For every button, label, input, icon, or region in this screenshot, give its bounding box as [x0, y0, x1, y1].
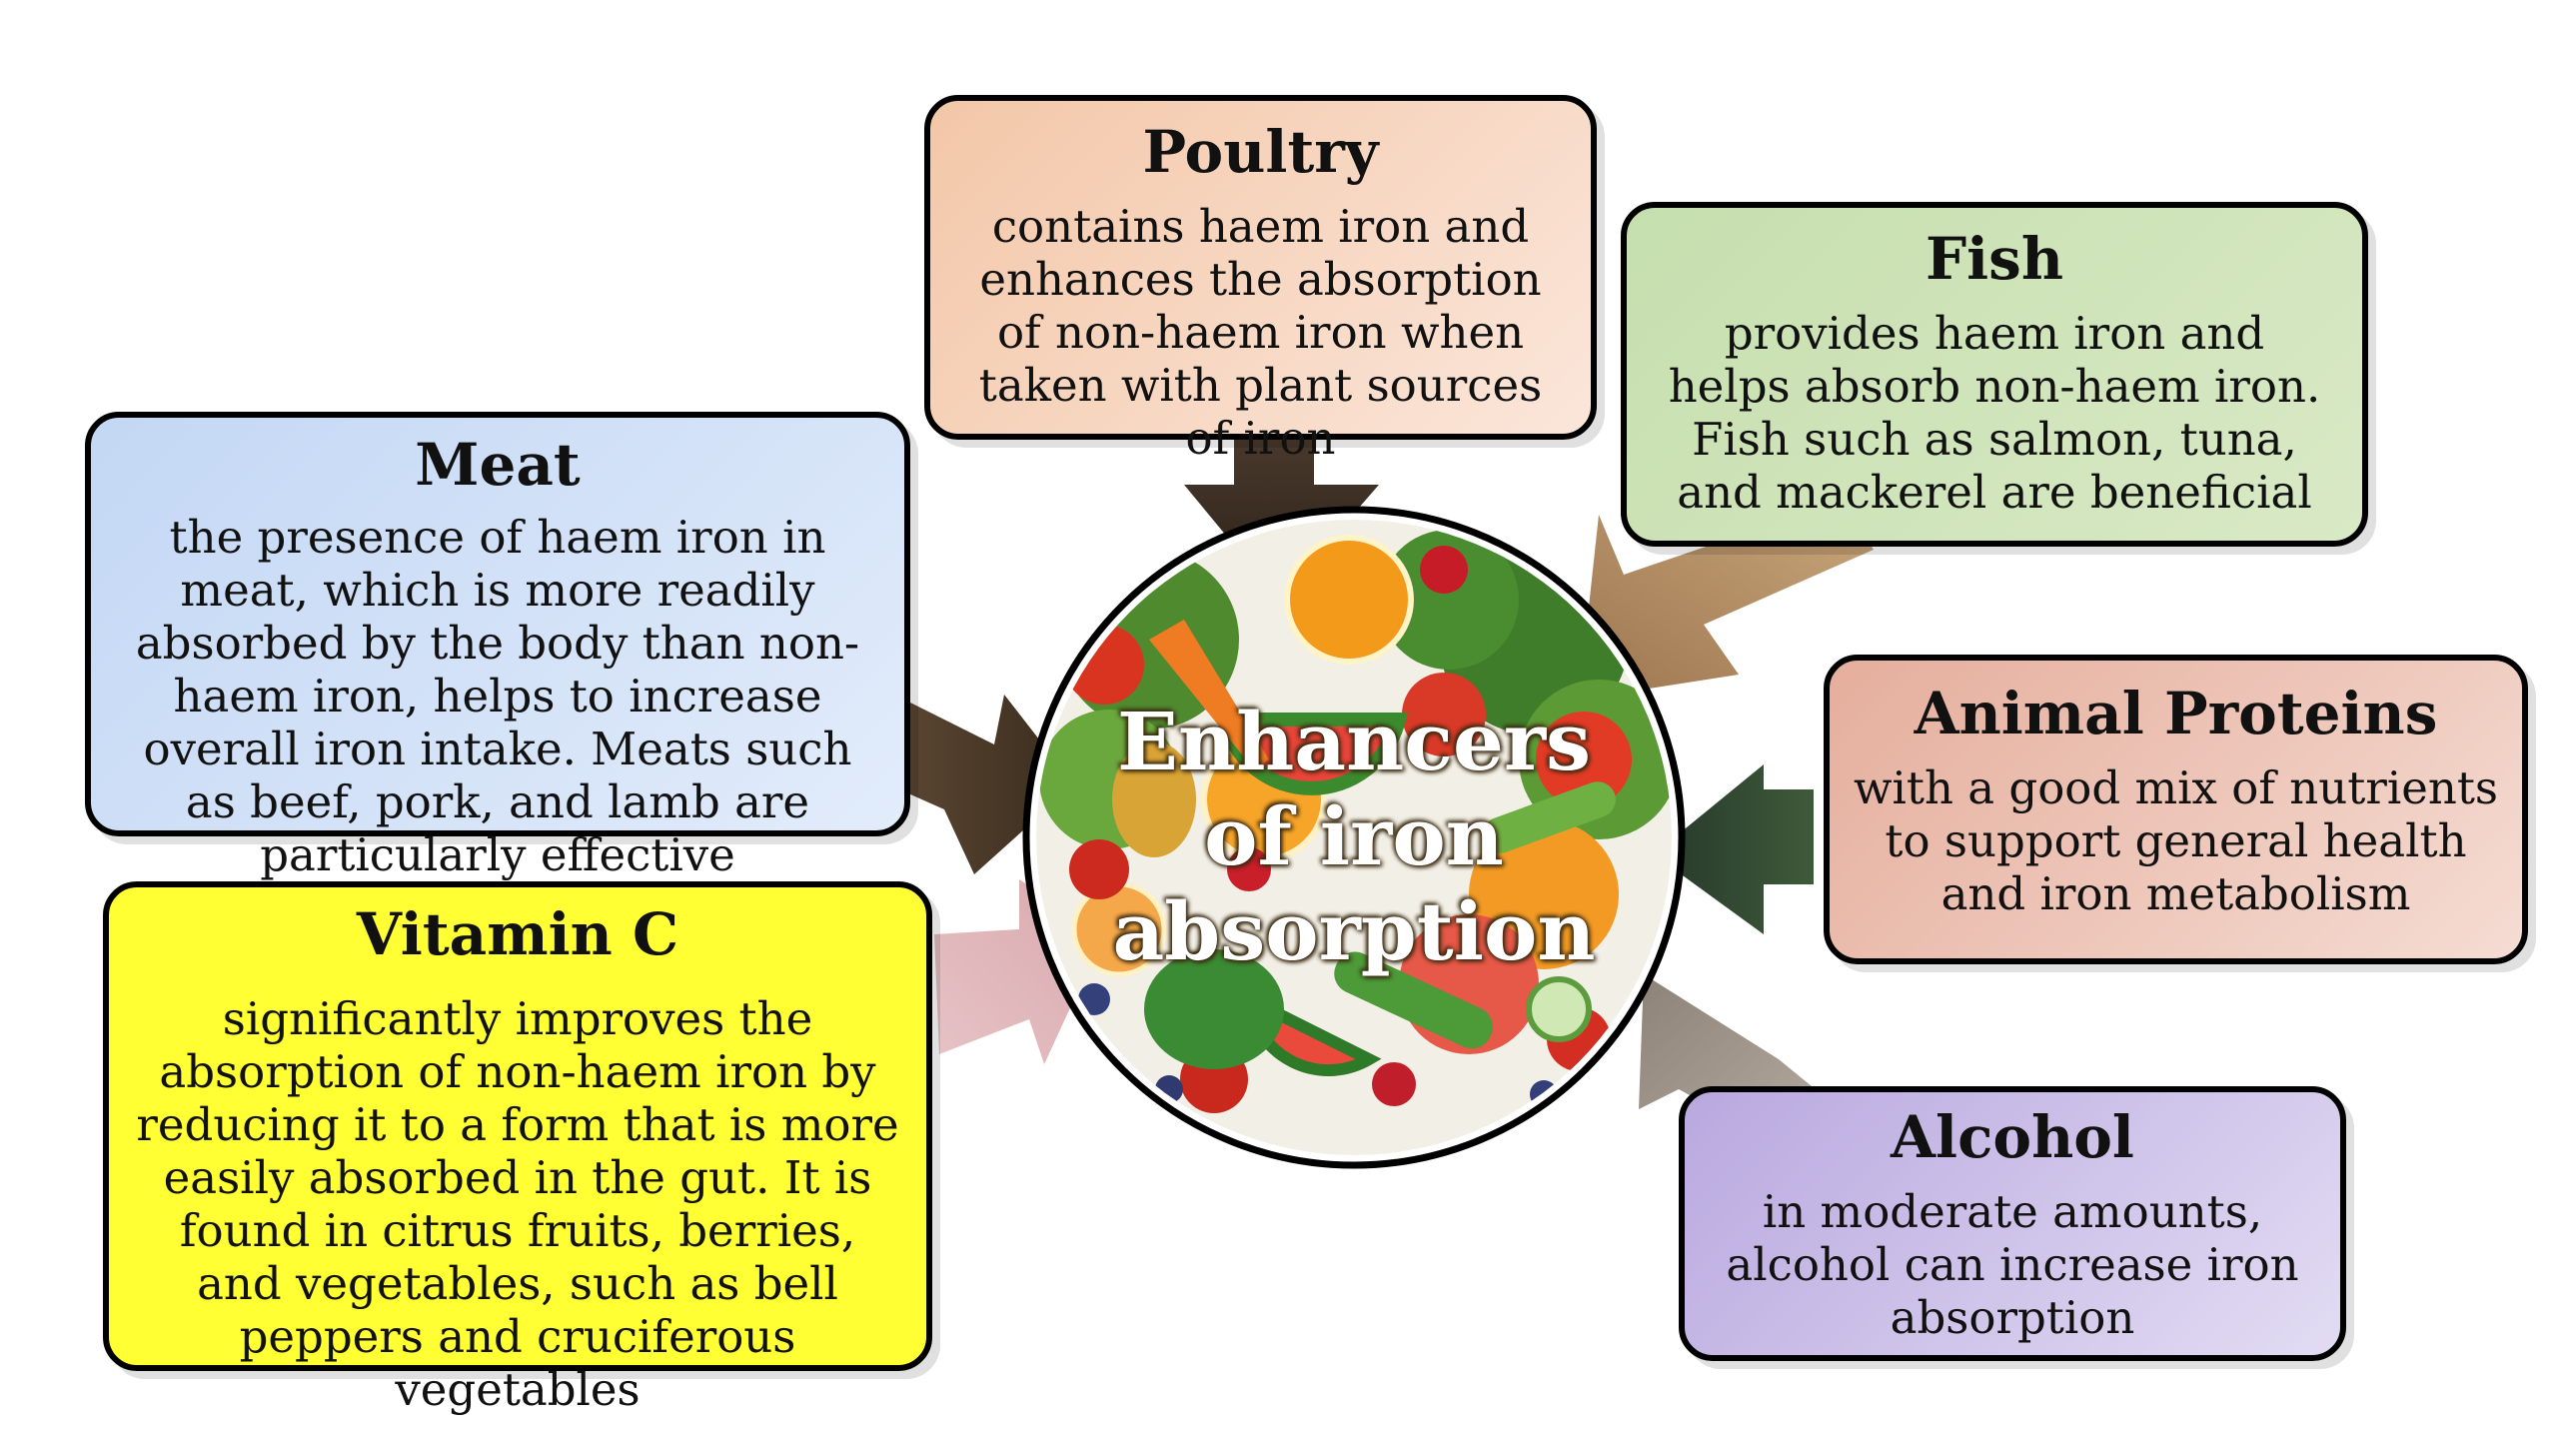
- box-animal-proteins-text: with a good mix of nutrients to support …: [1853, 760, 2499, 920]
- box-animal-proteins: Animal Proteins with a good mix of nutri…: [1824, 655, 2528, 964]
- box-poultry-text: contains haem iron and enhances the abso…: [978, 199, 1543, 466]
- box-vitamin-c: Vitamin C significantly improves the abs…: [103, 881, 932, 1416]
- box-fish-text: provides haem iron and helps absorb non-…: [1668, 306, 2321, 519]
- box-alcohol-text: in moderate amounts, alcohol can increas…: [1726, 1184, 2299, 1344]
- box-meat: Meat the presence of haem iron in meat, …: [85, 412, 910, 881]
- box-fish: Fish provides haem iron and helps absorb…: [1621, 202, 2368, 547]
- box-alcohol-title: Alcohol: [1891, 1103, 2134, 1171]
- box-poultry-title: Poultry: [1142, 118, 1379, 186]
- box-alcohol: Alcohol in moderate amounts, alcohol can…: [1679, 1086, 2346, 1361]
- arrow-meat: [899, 695, 1074, 874]
- box-poultry: Poultry contains haem iron and enhances …: [924, 95, 1597, 465]
- box-vitamin-c-title: Vitamin C: [356, 900, 679, 968]
- box-fish-title: Fish: [1925, 225, 2064, 293]
- arrow-fish: [1579, 500, 1874, 700]
- box-animal-proteins-title: Animal Proteins: [1914, 680, 2438, 747]
- box-meat-text: the presence of haem iron in meat, which…: [135, 510, 860, 882]
- box-meat-title: Meat: [415, 431, 581, 499]
- box-vitamin-c-text: significantly improves the absorption of…: [136, 991, 899, 1417]
- center-title: Enhancers of iron absorption: [1112, 695, 1596, 978]
- arrow-animal-proteins: [1654, 764, 1814, 934]
